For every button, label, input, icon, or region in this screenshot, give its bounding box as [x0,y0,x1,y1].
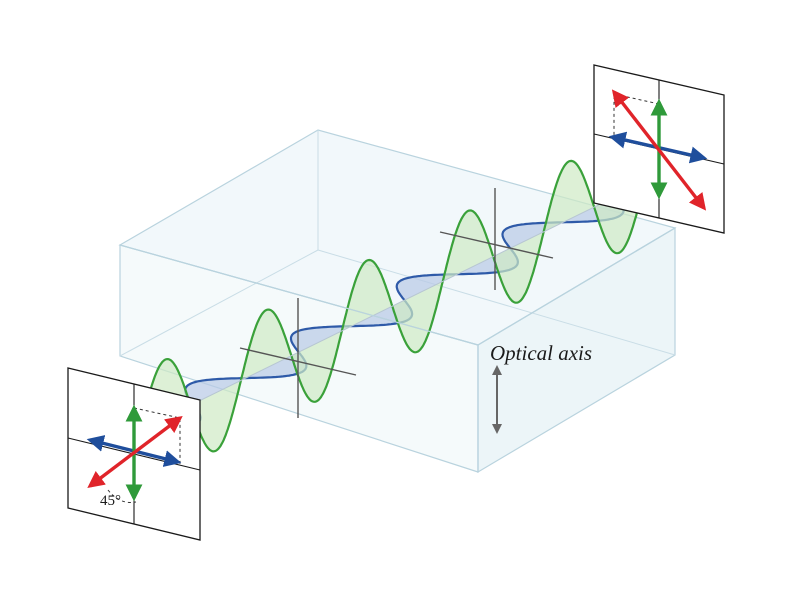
phase-marker-1 [239,298,357,418]
ordinary-wave-fill [140,160,718,430]
output-polarization-vectors [608,89,708,211]
angle-arc [107,489,137,503]
optical-axis-annotation: Optical axis [490,341,592,434]
input-resultant-arrow [87,415,183,489]
output-resultant-arrow [611,89,707,211]
angle-label: 45° [100,493,121,509]
crystal-hidden-edge-2 [119,249,319,357]
optical-axis-label: Optical axis [490,341,592,365]
phase-marker-2 [439,188,554,290]
extraordinary-wave-curve [138,110,692,453]
crystal-front-edges [119,227,676,472]
phase-markers [239,188,554,418]
propagation-axis [139,159,691,431]
input-polarization-vectors [86,404,183,502]
